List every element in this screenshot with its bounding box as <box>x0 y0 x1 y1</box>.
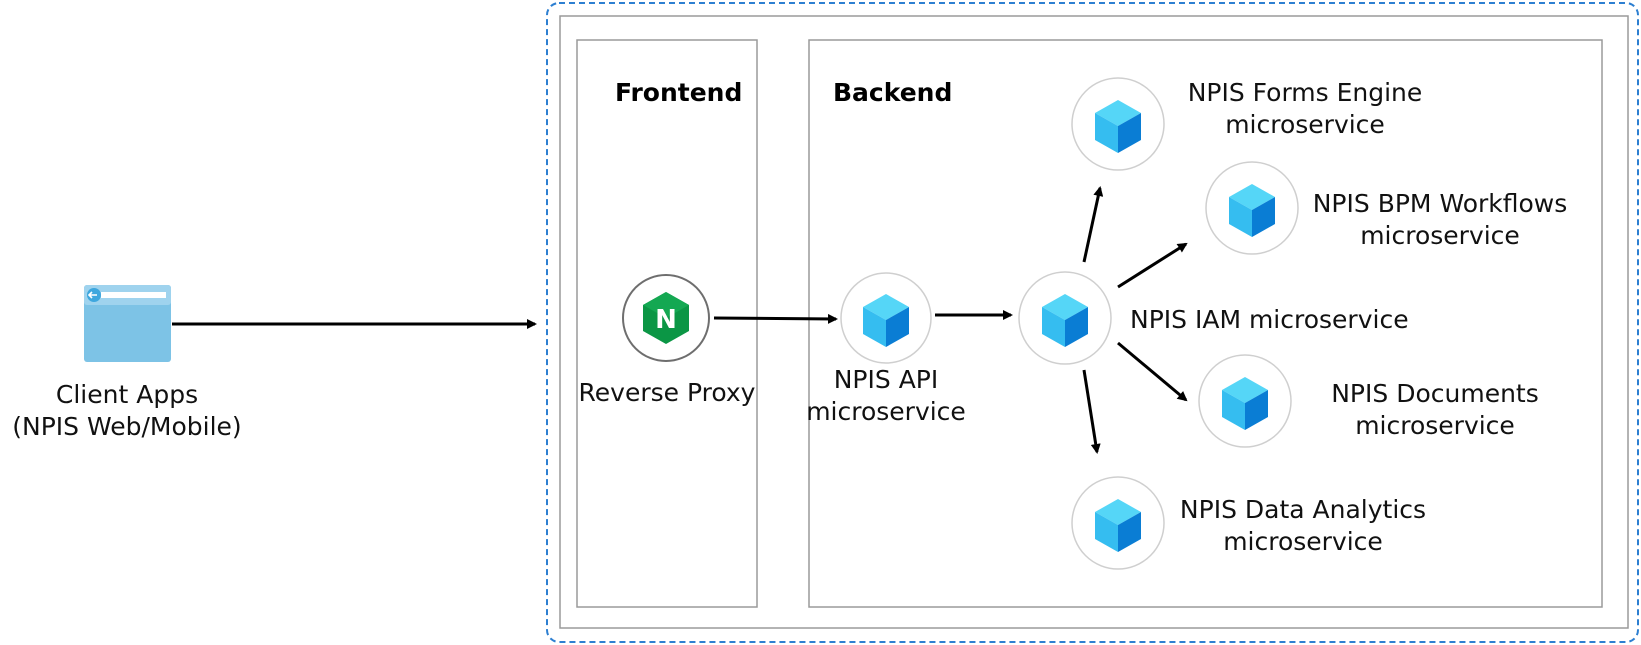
connectors <box>172 186 1188 454</box>
bpm-node <box>1205 161 1299 255</box>
client-apps-label: Client Apps (NPIS Web/Mobile) <box>0 379 254 443</box>
forms-label: NPIS Forms Engine microservice <box>1170 77 1440 141</box>
arrow-proxy-to-api <box>713 313 838 324</box>
iam-node <box>1018 271 1112 365</box>
analytics-label-line2: microservice <box>1223 527 1383 556</box>
bpm-label-line2: microservice <box>1360 221 1520 250</box>
documents-label-line2: microservice <box>1355 411 1515 440</box>
frontend-title: Frontend <box>615 78 743 107</box>
analytics-label-line1: NPIS Data Analytics <box>1179 495 1427 524</box>
analytics-label: NPIS Data Analytics microservice <box>1168 494 1438 558</box>
api-node <box>840 272 932 364</box>
api-label-line2: microservice <box>806 397 966 426</box>
forms-label-line1: NPIS Forms Engine <box>1187 78 1423 107</box>
arrow-iam-to-documents <box>1117 341 1188 402</box>
documents-node <box>1198 354 1292 448</box>
arrow-iam-to-bpm <box>1117 242 1188 289</box>
reverse-proxy-label: Reverse Proxy <box>578 378 756 407</box>
forms-label-line2: microservice <box>1225 110 1385 139</box>
client-apps-line1: Client Apps <box>55 380 199 409</box>
backend-panel <box>808 39 1603 608</box>
analytics-node <box>1071 476 1165 570</box>
bpm-label-line1: NPIS BPM Workflows <box>1312 189 1568 218</box>
nginx-icon: N <box>643 292 689 344</box>
cluster-box <box>559 15 1629 629</box>
bpm-label: NPIS BPM Workflows microservice <box>1300 188 1580 252</box>
nginx-letter: N <box>655 305 677 335</box>
documents-label: NPIS Documents microservice <box>1300 378 1570 442</box>
browser-window-icon <box>84 285 171 362</box>
client-apps-line2: (NPIS Web/Mobile) <box>12 412 242 441</box>
frontend-panel <box>576 39 758 608</box>
backend-title: Backend <box>833 78 953 107</box>
arrow-iam-to-analytics <box>1082 369 1101 454</box>
api-label: NPIS API microservice <box>806 364 966 428</box>
reverse-proxy-node: N <box>622 274 710 362</box>
documents-label-line1: NPIS Documents <box>1331 379 1539 408</box>
api-label-line1: NPIS API <box>833 365 939 394</box>
arrow-iam-to-forms <box>1082 186 1104 263</box>
iam-label: NPIS IAM microservice <box>1130 305 1409 334</box>
deployment-boundary <box>546 2 1639 643</box>
forms-node <box>1071 77 1165 171</box>
